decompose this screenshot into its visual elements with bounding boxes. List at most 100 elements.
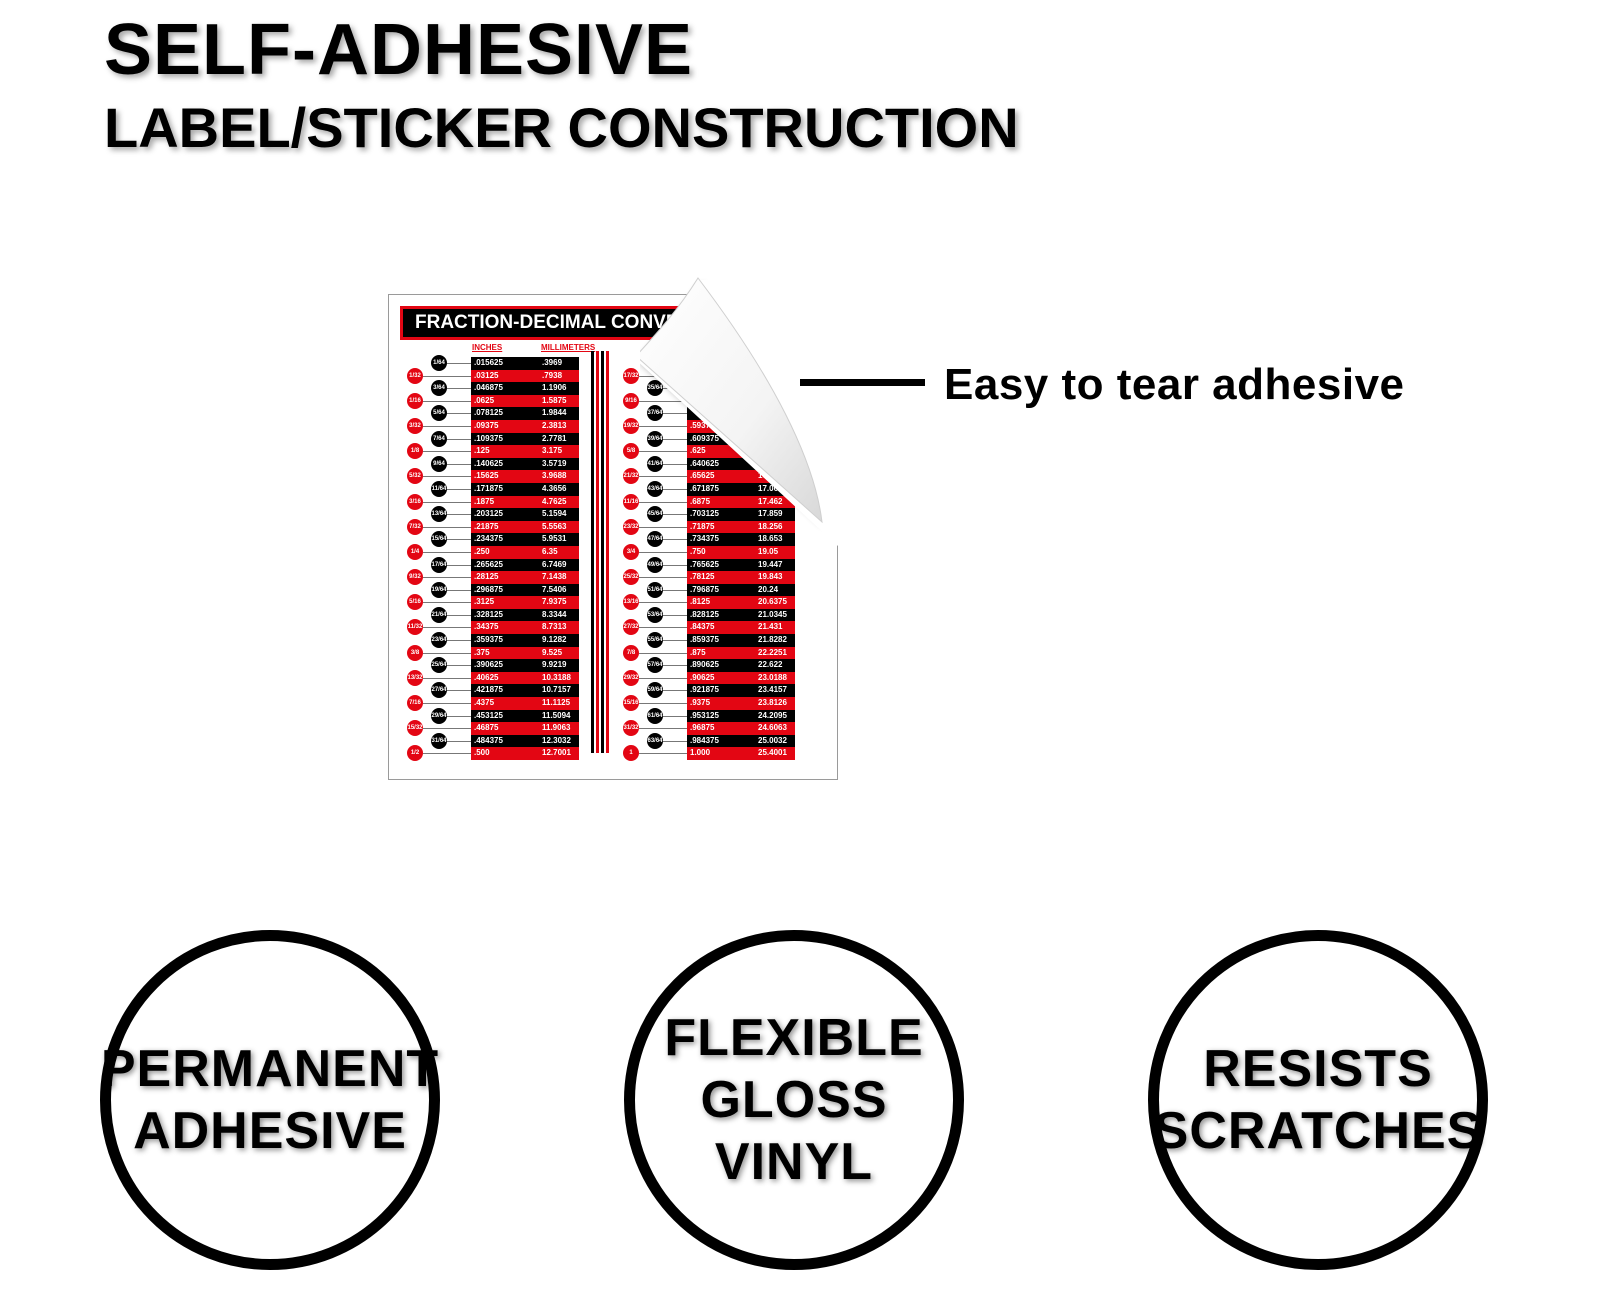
fraction-badge: 9/32 [407,569,423,586]
fraction-badge: 25/64 [431,657,447,674]
inches-cell: .3125 [471,596,539,609]
fraction-badge: 19/64 [431,581,447,598]
millimeters-cell: 9.525 [539,646,579,660]
fraction-badge: 31/64 [431,732,447,749]
leader-line [447,715,471,717]
fraction-badge: 27/32 [623,619,639,636]
inches-cell: .875 [687,646,755,660]
fraction-badge: 13/64 [431,506,447,523]
leader-line [639,753,687,755]
leader-line [639,451,687,453]
inches-cell: .84375 [687,621,755,635]
fraction-badge: 15/64 [431,531,447,548]
leader-line [639,501,687,503]
fraction-badge: 3/64 [431,380,447,397]
fraction-badge: 1/32 [407,367,423,384]
millimeters-cell: 12.3032 [539,734,579,748]
inches-cell: .234375 [471,533,539,546]
millimeters-cell: 17.462 [755,495,795,509]
leader-line [447,514,471,516]
inches-cell: .4375 [471,697,539,710]
divider-stripe [596,351,599,753]
fraction-badge: 35/64 [647,380,663,397]
inches-cell: .375 [471,646,539,660]
fraction-badge: 3/32 [407,417,423,434]
inches-cell: .28125 [471,571,539,584]
inches-cell: 1.000 [687,747,755,760]
leader-line [639,425,687,427]
feature-line: PERMANENT [100,1040,440,1098]
millimeters-cell: 12.7001 [539,747,579,760]
leader-line [447,488,471,490]
millimeters-cell: 19.447 [755,558,795,572]
leader-line [423,627,471,629]
fraction-badge: 9/16 [623,392,639,409]
leader-line [423,577,471,579]
millimeters-column-label: MILLIMETERS [541,343,596,352]
millimeters-cell: 3.175 [539,445,579,458]
millimeters-cell: 8.3344 [539,608,579,622]
feature-line: GLOSS [700,1071,888,1129]
inches-cell: .484375 [471,734,539,748]
leader-line [423,703,471,705]
millimeters-cell: 7.1438 [539,571,579,584]
inches-cell: .890625 [687,659,755,672]
fraction-badge: 29/64 [431,707,447,724]
fraction-badge: 21/64 [431,606,447,623]
inches-cell: .015625 [471,357,539,370]
leader-line [447,640,471,642]
inches-column-label: INCHES [472,343,503,352]
fraction-badge: 5/32 [407,468,423,485]
leader-line [423,400,471,402]
feature-badge-flexible-gloss-vinyl: FLEXIBLE GLOSS VINYL [624,930,964,1270]
feature-line: SCRATCHES [1153,1102,1483,1160]
leader-line [663,614,687,616]
feature-badge-resists-scratches: RESISTS SCRATCHES [1148,930,1488,1270]
millimeters-cell: 18.653 [755,533,795,546]
fraction-badge: 7/16 [407,695,423,712]
fraction-badge: 3/8 [407,644,423,661]
leader-line [663,589,687,591]
feature-line: FLEXIBLE [664,1009,924,1067]
millimeters-cell: 10.7157 [539,684,579,698]
inches-cell: .953125 [687,709,755,723]
inches-cell: .921875 [687,684,755,698]
inches-cell: .984375 [687,734,755,748]
millimeters-cell: 24.6063 [755,722,795,735]
inches-cell: .828125 [687,608,755,622]
feature-badge-permanent-adhesive: PERMANENT ADHESIVE [100,930,440,1270]
fraction-badge: 25/32 [623,569,639,586]
millimeters-cell: 3.5719 [539,457,579,471]
millimeters-cell: 4.7625 [539,495,579,509]
millimeters-cell: 4.3656 [539,482,579,496]
inches-cell: .203125 [471,508,539,521]
fraction-badge: 1/64 [431,355,447,371]
fraction-badge: 53/64 [647,606,663,623]
inches-cell: .750 [687,545,755,559]
inches-cell: .734375 [687,533,755,546]
leader-line [663,413,687,415]
leader-line [663,715,687,717]
millimeters-cell: 20.24 [755,583,795,597]
inches-cell: .671875 [687,482,755,496]
millimeters-cell: 22.622 [755,659,795,672]
leader-line [663,488,687,490]
inches-cell: .78125 [687,571,755,584]
callout-label: Easy to tear adhesive [944,360,1405,409]
fraction-badge: 9/64 [431,455,447,472]
millimeters-cell: 10.3188 [539,671,579,685]
inches-cell: .453125 [471,709,539,723]
millimeters-cell: 23.0188 [755,671,795,685]
inches-cell: .046875 [471,382,539,395]
page-title: SELF-ADHESIVE [104,10,694,90]
leader-line [423,728,471,730]
inches-cell: .1875 [471,495,539,509]
leader-line [447,665,471,667]
leader-line [639,526,687,528]
inches-cell: .0625 [471,394,539,408]
millimeters-cell: 3.9688 [539,470,579,483]
leader-line [663,539,687,541]
fraction-badge: 1/2 [407,745,423,762]
fraction-badge: 1/8 [407,443,423,460]
millimeters-cell: 21.0345 [755,608,795,622]
